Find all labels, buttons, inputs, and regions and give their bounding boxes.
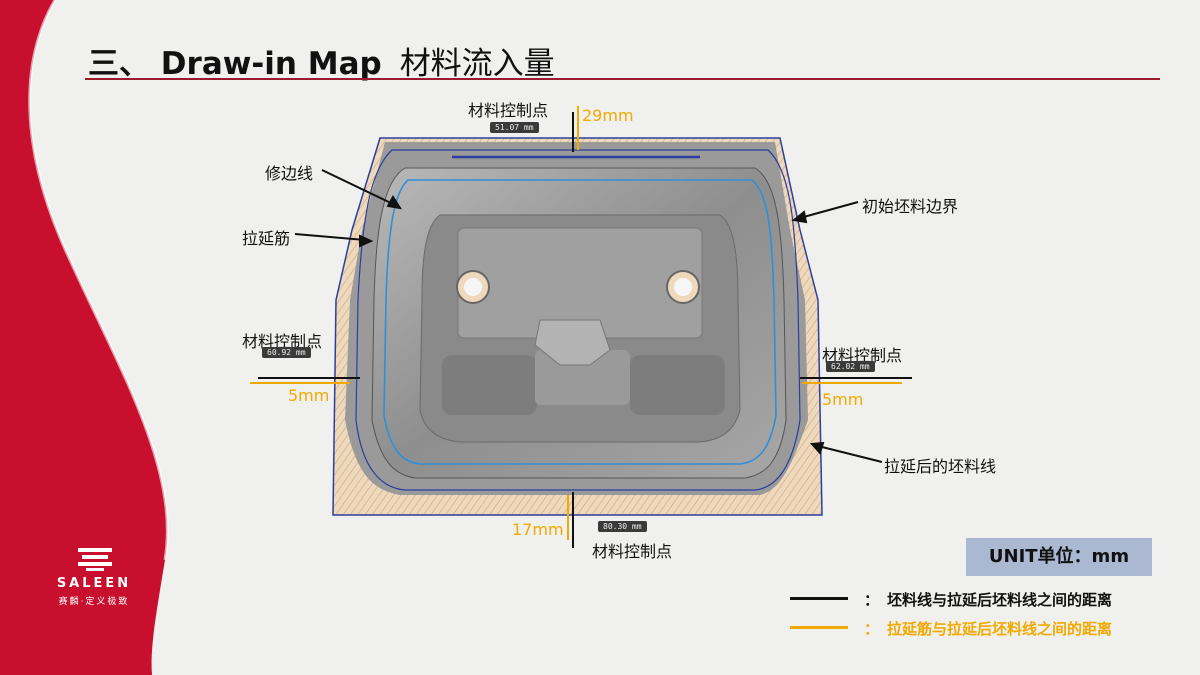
legend-text: 坯料线与拉延后坯料线之间的距离 [887,591,1113,609]
left-control-label: 材料控制点 [242,332,323,351]
title-prefix: 三、 Draw-in Map [88,46,382,82]
bottom-bead-distance: 17mm [512,520,564,539]
brand-name: SALEEN [56,576,132,591]
draw-bead-label: 拉延筋 [242,229,291,248]
page-title: 三、 Draw-in Map 材料流入量 [88,38,555,83]
legend-item-yellow: ： 拉延筋与拉延后坯料线之间的距离 [864,618,1112,639]
top-bead-distance: 29mm [582,106,634,125]
left-measure-tag: 60.92 mm [262,347,311,358]
legend-black-line [790,597,848,600]
trim-line-path [383,179,777,465]
legend-yellow-line [790,626,848,629]
brand-wave-background [0,0,169,675]
legend-text: 拉延筋与拉延后坯料线之间的距离 [887,620,1113,638]
saleen-logo-icon [78,548,112,571]
initial-blank-label: 初始坯料边界 [862,197,959,216]
brand-tagline: 赛麟·定义极致 [58,597,130,607]
right-control-label: 材料控制点 [822,346,903,365]
legend-sep: ： [864,591,880,609]
bottom-measure-tag: 80.30 mm [598,521,647,532]
title-chinese: 材料流入量 [399,46,555,82]
left-bead-distance: 5mm [288,386,330,405]
unit-badge: UNIT单位：mm [966,538,1152,576]
top-control-label: 材料控制点 [468,101,549,120]
drawn-blank-label: 拉延后的坯料线 [884,457,997,476]
right-bead-distance: 5mm [822,390,864,409]
legend-item-black: ： 坯料线与拉延后坯料线之间的距离 [864,589,1112,610]
title-underline [85,78,1160,80]
trim-line-label: 修边线 [265,164,314,183]
drawn-blank-outline [355,149,801,491]
legend-sep: ： [864,620,880,638]
bottom-control-label: 材料控制点 [592,542,673,561]
top-measure-tag: 51.07 mm [490,122,539,133]
right-measure-tag: 62.02 mm [826,361,875,372]
